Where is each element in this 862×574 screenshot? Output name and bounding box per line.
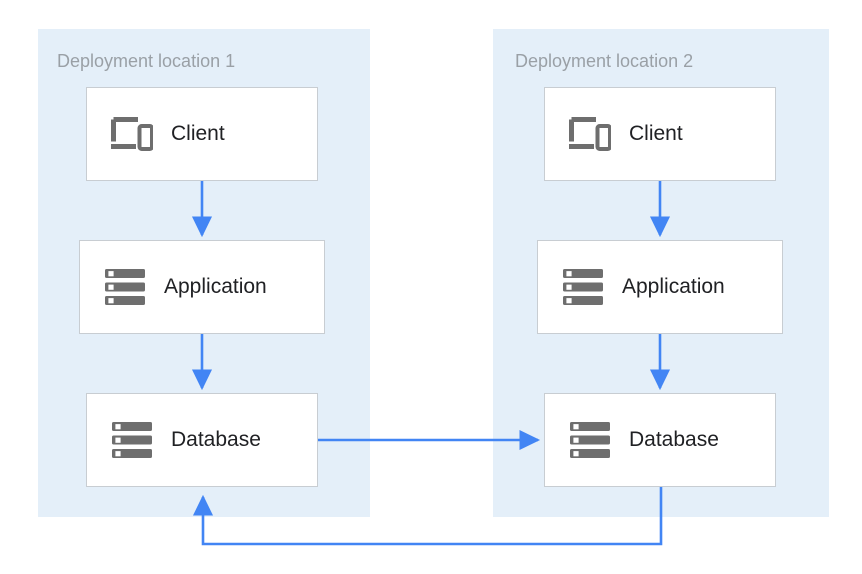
server-icon — [102, 265, 148, 309]
node-application-1[interactable]: Application — [79, 240, 325, 334]
node-client-1[interactable]: Client — [86, 87, 318, 181]
deployment-zone-1-label: Deployment location 1 — [57, 51, 236, 71]
node-application-2[interactable]: Application — [537, 240, 783, 334]
node-client-1-label: Client — [171, 122, 225, 145]
node-application-2-label: Application — [622, 275, 725, 298]
server-icon — [560, 265, 606, 309]
server-icon — [109, 418, 155, 462]
node-database-2-label: Database — [629, 428, 719, 451]
node-application-1-label: Application — [164, 275, 267, 298]
node-database-1[interactable]: Database — [86, 393, 318, 487]
node-client-2[interactable]: Client — [544, 87, 776, 181]
server-icon — [567, 418, 613, 462]
node-database-1-label: Database — [171, 428, 261, 451]
deployment-zone-2-label: Deployment location 2 — [515, 51, 694, 71]
node-database-2[interactable]: Database — [544, 393, 776, 487]
devices-icon — [567, 112, 613, 156]
devices-icon — [109, 112, 155, 156]
node-client-2-label: Client — [629, 122, 683, 145]
